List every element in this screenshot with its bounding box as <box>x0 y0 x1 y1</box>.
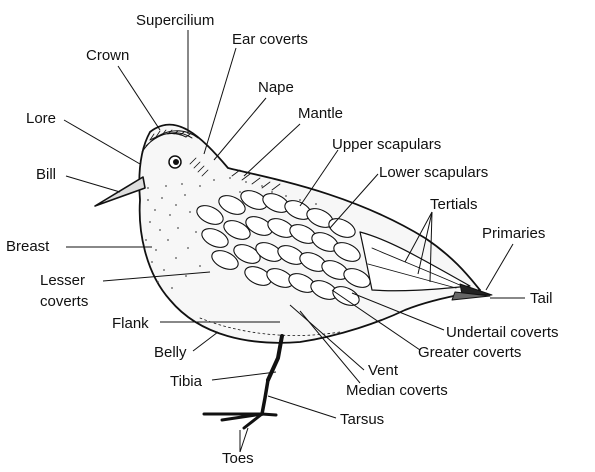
label-belly: Belly <box>154 344 187 361</box>
label-nape: Nape <box>258 79 294 96</box>
label-upper-scapulars: Upper scapulars <box>332 136 441 153</box>
tarsus-leg <box>262 380 268 414</box>
label-tibia: Tibia <box>170 373 203 390</box>
toes-foot <box>204 414 276 428</box>
label-bill: Bill <box>36 166 56 183</box>
label-supercilium: Supercilium <box>136 12 214 29</box>
label-lore: Lore <box>26 110 56 127</box>
label-undertail-coverts: Undertail coverts <box>446 324 559 341</box>
label-lesser: Lesser <box>40 272 85 289</box>
label-lower-scapulars: Lower scapulars <box>379 164 488 181</box>
label-crown: Crown <box>86 47 129 64</box>
label-ear-coverts: Ear coverts <box>232 31 308 48</box>
label-tarsus: Tarsus <box>340 411 384 428</box>
label-primaries: Primaries <box>482 225 545 242</box>
eye-pupil <box>173 159 179 165</box>
label-coverts: coverts <box>40 293 88 310</box>
label-vent: Vent <box>368 362 399 379</box>
label-tertials: Tertials <box>430 196 478 213</box>
label-tail: Tail <box>530 290 553 307</box>
label-greater-coverts: Greater coverts <box>418 344 521 361</box>
label-median-coverts: Median coverts <box>346 382 448 399</box>
label-breast: Breast <box>6 238 50 255</box>
label-mantle: Mantle <box>298 105 343 122</box>
label-toes: Toes <box>222 450 254 467</box>
label-flank: Flank <box>112 315 149 332</box>
